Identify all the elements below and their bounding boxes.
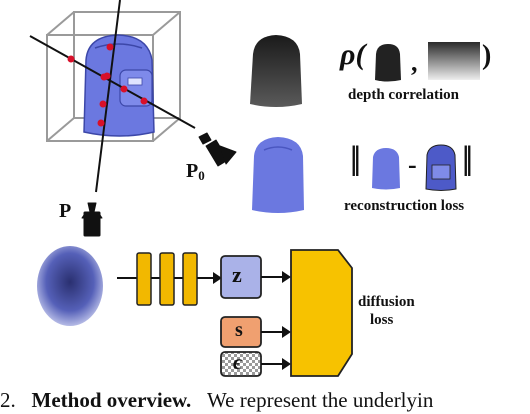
depth-render-thumbnail bbox=[250, 35, 302, 107]
ray-sample-points bbox=[67, 43, 148, 127]
caption-title: Method overview. bbox=[31, 388, 192, 412]
norm-left-bars: || bbox=[350, 140, 361, 177]
depth-thumb-a bbox=[375, 44, 401, 82]
rho-comma: , bbox=[411, 48, 418, 77]
caption-number: 2. bbox=[0, 388, 16, 412]
depth-correlation-label: depth correlation bbox=[348, 87, 459, 103]
input-observation-blob bbox=[37, 246, 103, 326]
rgb-render-thumbnail bbox=[252, 137, 304, 213]
s-label: s bbox=[235, 319, 243, 341]
depth-thumb-b bbox=[428, 42, 480, 80]
recon-thumb-a bbox=[372, 148, 400, 190]
rho-close: ) bbox=[482, 40, 492, 71]
encoder-network bbox=[117, 252, 222, 306]
decoder-input-arrows bbox=[261, 271, 291, 370]
camera-p-label: P bbox=[59, 200, 72, 222]
norm-right-bars: || bbox=[462, 140, 473, 177]
loss-label: loss bbox=[370, 312, 394, 328]
norm-minus: - bbox=[408, 150, 417, 179]
diffusion-decoder bbox=[290, 249, 353, 377]
z-label: z bbox=[232, 262, 242, 287]
epsilon-label: ϵ bbox=[233, 350, 243, 374]
camera-p0-label: P0 bbox=[186, 160, 205, 183]
figure-caption: 2. Method overview. We represent the und… bbox=[0, 388, 530, 413]
rho-symbol: ρ( bbox=[340, 38, 366, 71]
rgb-render-detail bbox=[263, 146, 293, 151]
diffusion-label: diffusion bbox=[358, 294, 415, 310]
camera-rays bbox=[29, 0, 196, 193]
recon-thumb-b-pocket bbox=[431, 164, 451, 180]
camera-p0-icon bbox=[198, 132, 237, 167]
camera-p-icon bbox=[81, 202, 103, 237]
caption-text: We represent the underlyin bbox=[207, 388, 434, 412]
reconstruction-loss-label: reconstruction loss bbox=[344, 198, 465, 214]
